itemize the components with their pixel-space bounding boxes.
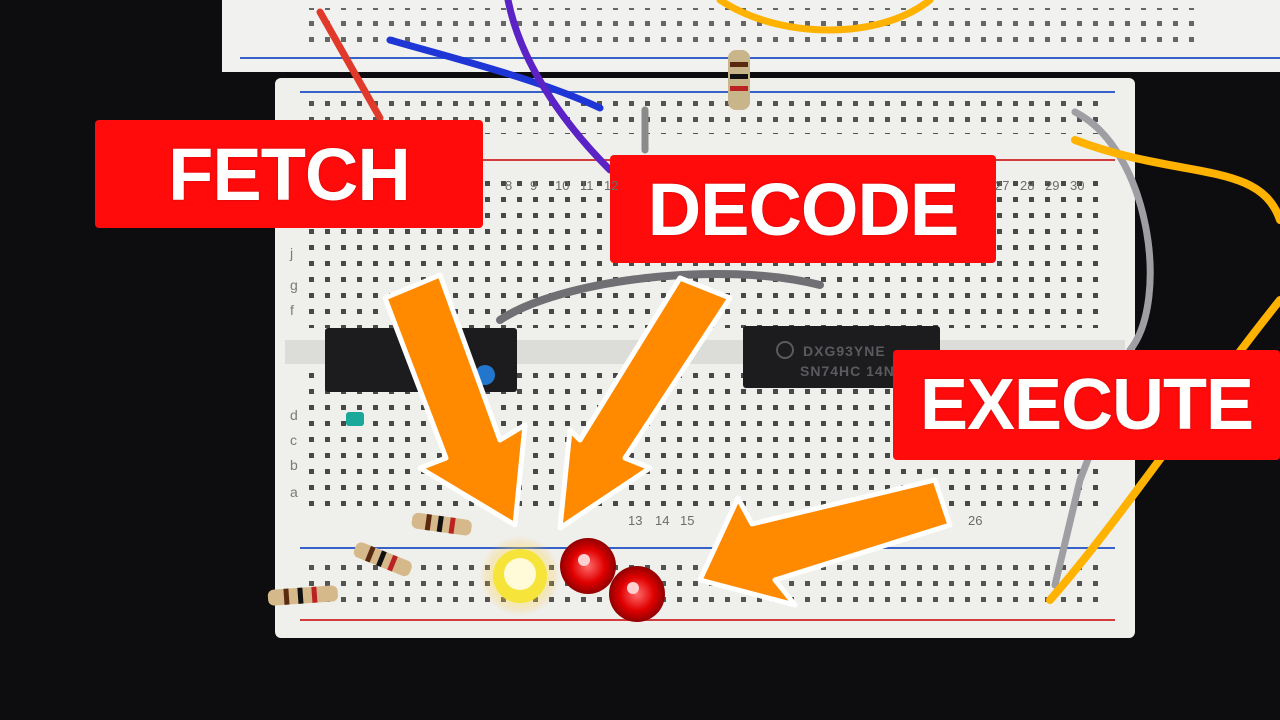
chip-marking-line1: DXG93YNE bbox=[803, 343, 886, 359]
arrows bbox=[382, 272, 953, 608]
arrow-execute-icon bbox=[697, 477, 953, 608]
svg-text:j: j bbox=[289, 245, 293, 261]
svg-text:b: b bbox=[290, 457, 298, 473]
arrow-fetch-icon bbox=[382, 272, 528, 528]
arrow-decode-icon bbox=[557, 275, 733, 531]
svg-text:d: d bbox=[290, 407, 298, 423]
chip-marking-line2: SN74HC 14N bbox=[800, 363, 895, 379]
svg-text:c: c bbox=[290, 432, 297, 448]
decode-label: DECODE bbox=[610, 155, 996, 263]
resistors bbox=[267, 50, 750, 606]
fetch-label: FETCH bbox=[95, 120, 483, 228]
leds bbox=[480, 536, 665, 622]
svg-text:f: f bbox=[290, 302, 294, 318]
ic-chip-right bbox=[743, 326, 940, 388]
led-red-2 bbox=[609, 566, 665, 622]
top-breadboard bbox=[222, 0, 1280, 72]
svg-text:g: g bbox=[290, 277, 298, 293]
execute-label: EXECUTE bbox=[893, 350, 1280, 460]
svg-text:a: a bbox=[290, 484, 298, 500]
led-red-1 bbox=[560, 538, 616, 594]
